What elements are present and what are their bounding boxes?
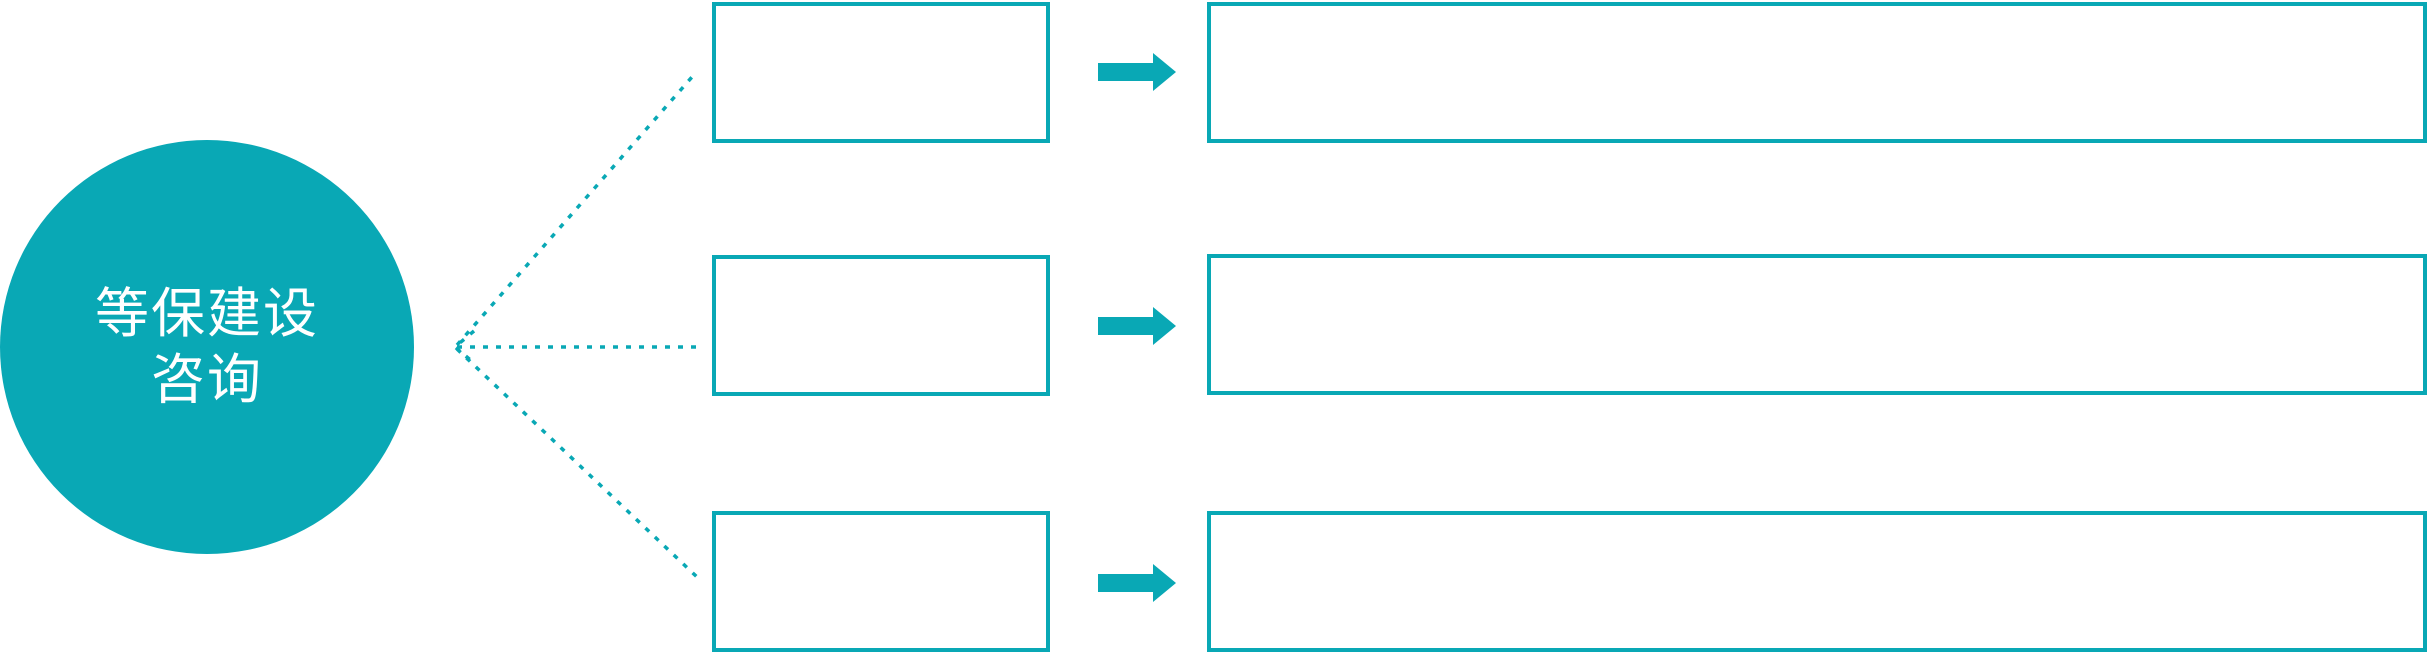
connector-line-top — [455, 75, 694, 347]
detail-box-3 — [1207, 511, 2427, 652]
branch-box-3 — [712, 511, 1050, 652]
root-node-label-line2: 咨询 — [151, 348, 263, 411]
right-arrow-icon — [1098, 307, 1176, 345]
right-arrow-icon — [1098, 564, 1176, 602]
root-node-circle: 等保建设 咨询 — [0, 140, 414, 554]
detail-box-1 — [1207, 2, 2427, 143]
branch-box-1 — [712, 2, 1050, 143]
root-node-label-line1: 等保建设 — [95, 282, 319, 345]
connector-line-bottom — [455, 347, 699, 579]
right-arrow-icon — [1098, 53, 1176, 91]
branch-box-2 — [712, 255, 1050, 396]
detail-box-2 — [1207, 254, 2427, 395]
connector-arrowhead-left-icon — [452, 329, 476, 365]
